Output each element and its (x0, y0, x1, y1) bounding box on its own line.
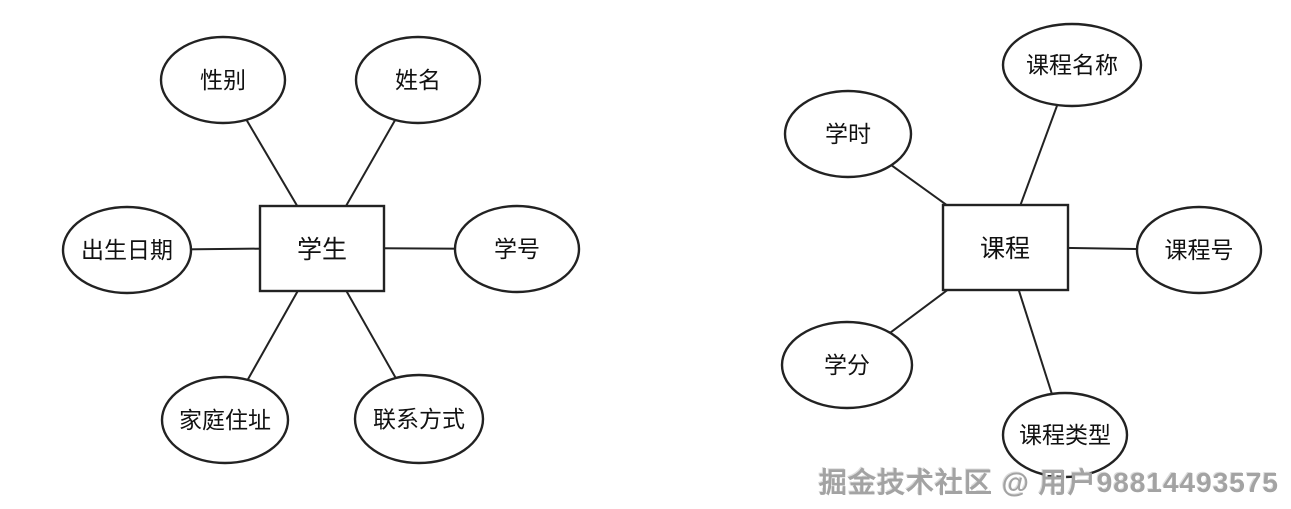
attribute-ellipse (1001, 22, 1143, 108)
entity-label: 课程 (980, 235, 1030, 263)
entity-label: 学生 (297, 236, 347, 264)
attribute-label: 课程名称 (1026, 52, 1118, 78)
attribute-label: 学时 (825, 121, 871, 147)
attribute-label: 联系方式 (373, 406, 465, 432)
attribute-label: 课程类型 (1019, 422, 1111, 448)
attribute-label: 学分 (824, 352, 870, 378)
entity-rect (941, 203, 1070, 292)
attribute-node-student-id: 学号 (453, 204, 581, 294)
attribute-ellipse (159, 35, 287, 125)
attribute-node-course-type: 课程类型 (1001, 391, 1129, 479)
attribute-node-home-address: 家庭住址 (160, 375, 290, 465)
attribute-label: 姓名 (395, 67, 441, 93)
attribute-ellipse (783, 89, 913, 179)
attribute-node-birthdate: 出生日期 (61, 205, 193, 295)
attribute-ellipse (160, 375, 290, 465)
attribute-node-gender: 性别 (159, 35, 287, 125)
attribute-node-credits: 学分 (780, 320, 914, 410)
attribute-node-course-number: 课程号 (1135, 205, 1263, 295)
entity-node-student: 学生 (258, 204, 386, 293)
entity-node-course: 课程 (941, 203, 1070, 292)
attribute-label: 课程号 (1165, 237, 1234, 263)
attribute-ellipse (1001, 391, 1129, 479)
attribute-ellipse (61, 205, 193, 295)
watermark-text: 掘金技术社区 @ 用户98814493575 (818, 467, 1279, 498)
attribute-label: 家庭住址 (179, 407, 271, 433)
entity-rect (258, 204, 386, 293)
attribute-ellipse (453, 204, 581, 294)
attribute-label: 性别 (200, 67, 246, 93)
attribute-ellipse (780, 320, 914, 410)
attribute-ellipse (354, 35, 482, 125)
attribute-node-course-name: 课程名称 (1001, 22, 1143, 108)
attribute-node-name: 姓名 (354, 35, 482, 125)
attribute-node-class-hours: 学时 (783, 89, 913, 179)
attribute-label: 出生日期 (81, 237, 173, 263)
attribute-ellipse (353, 373, 485, 465)
attribute-label: 学号 (494, 236, 540, 262)
attribute-node-contact: 联系方式 (353, 373, 485, 465)
attribute-ellipse (1135, 205, 1263, 295)
